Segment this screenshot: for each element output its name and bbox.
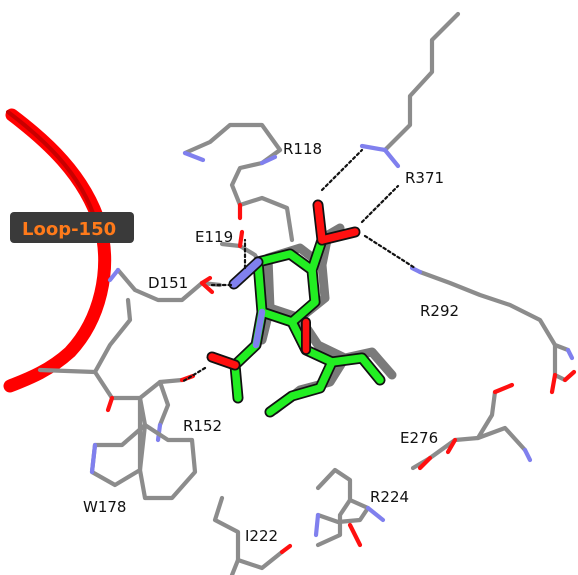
label-e119: E119: [195, 228, 233, 246]
label-r224: R224: [370, 488, 409, 506]
bound-ligand: [206, 199, 386, 418]
residue-r118-sticks: [182, 122, 295, 243]
residue-r371-sticks: [359, 11, 461, 169]
hydrogen-bonds: [180, 148, 417, 384]
loop-150-ribbon: [3, 108, 112, 393]
residue-e276-sticks: [410, 382, 533, 471]
residue-r224-sticks: [313, 467, 386, 548]
protein-residues: [37, 11, 577, 575]
residue-r152-sticks: [37, 297, 196, 443]
residue-labels: R118 R371 E119 D151 R292 R152 E276 R224 …: [83, 140, 459, 545]
label-r371: R371: [405, 169, 444, 187]
label-r292: R292: [420, 302, 459, 320]
label-e276: E276: [400, 429, 438, 447]
label-r152: R152: [183, 417, 222, 435]
residue-d151-sticks: [107, 267, 223, 303]
loop-150-label: Loop-150: [10, 212, 134, 243]
loop-150-text: Loop-150: [22, 219, 116, 240]
label-r118: R118: [283, 140, 322, 158]
label-d151: D151: [148, 274, 188, 292]
label-i222: I222: [245, 527, 278, 545]
residue-i222-sticks: [212, 495, 293, 575]
residue-r292-sticks: [409, 265, 577, 395]
residue-w178-sticks: [89, 395, 198, 501]
label-w178: W178: [83, 498, 126, 516]
